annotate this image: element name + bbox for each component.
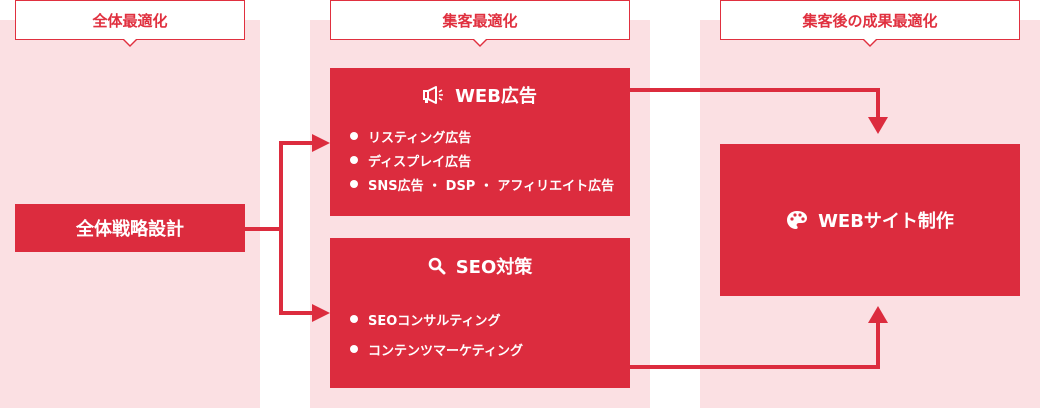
bullet-dot	[350, 132, 358, 140]
list-item-label: SEOコンサルティング	[368, 313, 501, 329]
list-item: SEOコンサルティング	[350, 304, 630, 334]
list-item: ディスプレイ広告	[350, 148, 630, 172]
website-title: WEBサイト制作	[786, 207, 954, 233]
connector-web-ads-to-website	[629, 88, 880, 118]
seo-title: SEO対策	[330, 238, 630, 294]
list-item-label: SNS広告 ・ DSP ・ アフィリエイト広告	[368, 178, 615, 194]
arrowhead-seo-to-website	[868, 306, 888, 323]
column-header-conversion-label: 集客後の成果最適化	[802, 11, 938, 30]
website-box: WEBサイト制作	[720, 144, 1020, 296]
website-title-label: WEBサイト制作	[818, 211, 954, 232]
list-item-label: リスティング広告	[368, 130, 472, 146]
list-item: リスティング広告	[350, 124, 630, 148]
seo-list: SEOコンサルティング コンテンツマーケティング	[330, 304, 630, 364]
column-header-acquisition: 集客最適化	[330, 0, 630, 47]
bullet-dot	[350, 345, 358, 353]
strategy-box-label: 全体戦略設計	[76, 219, 184, 240]
list-item: SNS広告 ・ DSP ・ アフィリエイト広告	[350, 172, 630, 196]
web-ads-title: WEB広告	[330, 68, 630, 122]
column-header-overall: 全体最適化	[15, 0, 245, 47]
strategy-box: 全体戦略設計	[15, 204, 245, 252]
column-header-conversion: 集客後の成果最適化	[720, 0, 1020, 47]
web-ads-list: リスティング広告 ディスプレイ広告 SNS広告 ・ DSP ・ アフィリエイト広…	[330, 124, 630, 196]
list-item-label: ディスプレイ広告	[368, 154, 472, 170]
palette-icon	[786, 210, 808, 230]
megaphone-icon	[423, 86, 445, 104]
arrowhead-web-ads-to-website	[868, 117, 888, 134]
web-ads-box: WEB広告 リスティング広告 ディスプレイ広告 SNS広告 ・ DSP ・ アフ…	[330, 68, 630, 216]
connector-seo-to-website	[629, 322, 880, 369]
column-header-acquisition-label: 集客最適化	[442, 11, 518, 30]
magnifier-icon	[428, 257, 446, 275]
bullet-dot	[350, 180, 358, 188]
arrowhead-to-web-ads	[312, 134, 330, 152]
header-pointer-inner	[123, 38, 137, 45]
header-pointer-inner	[473, 38, 487, 45]
list-item-label: コンテンツマーケティング	[368, 343, 523, 359]
arrowhead-to-seo	[312, 304, 330, 322]
column-header-overall-label: 全体最適化	[92, 11, 168, 30]
list-item: コンテンツマーケティング	[350, 334, 630, 364]
bullet-dot	[350, 156, 358, 164]
header-pointer-inner	[863, 38, 877, 45]
web-ads-title-label: WEB広告	[455, 86, 537, 107]
seo-box: SEO対策 SEOコンサルティング コンテンツマーケティング	[330, 238, 630, 388]
bullet-dot	[350, 315, 358, 323]
seo-title-label: SEO対策	[455, 257, 533, 278]
